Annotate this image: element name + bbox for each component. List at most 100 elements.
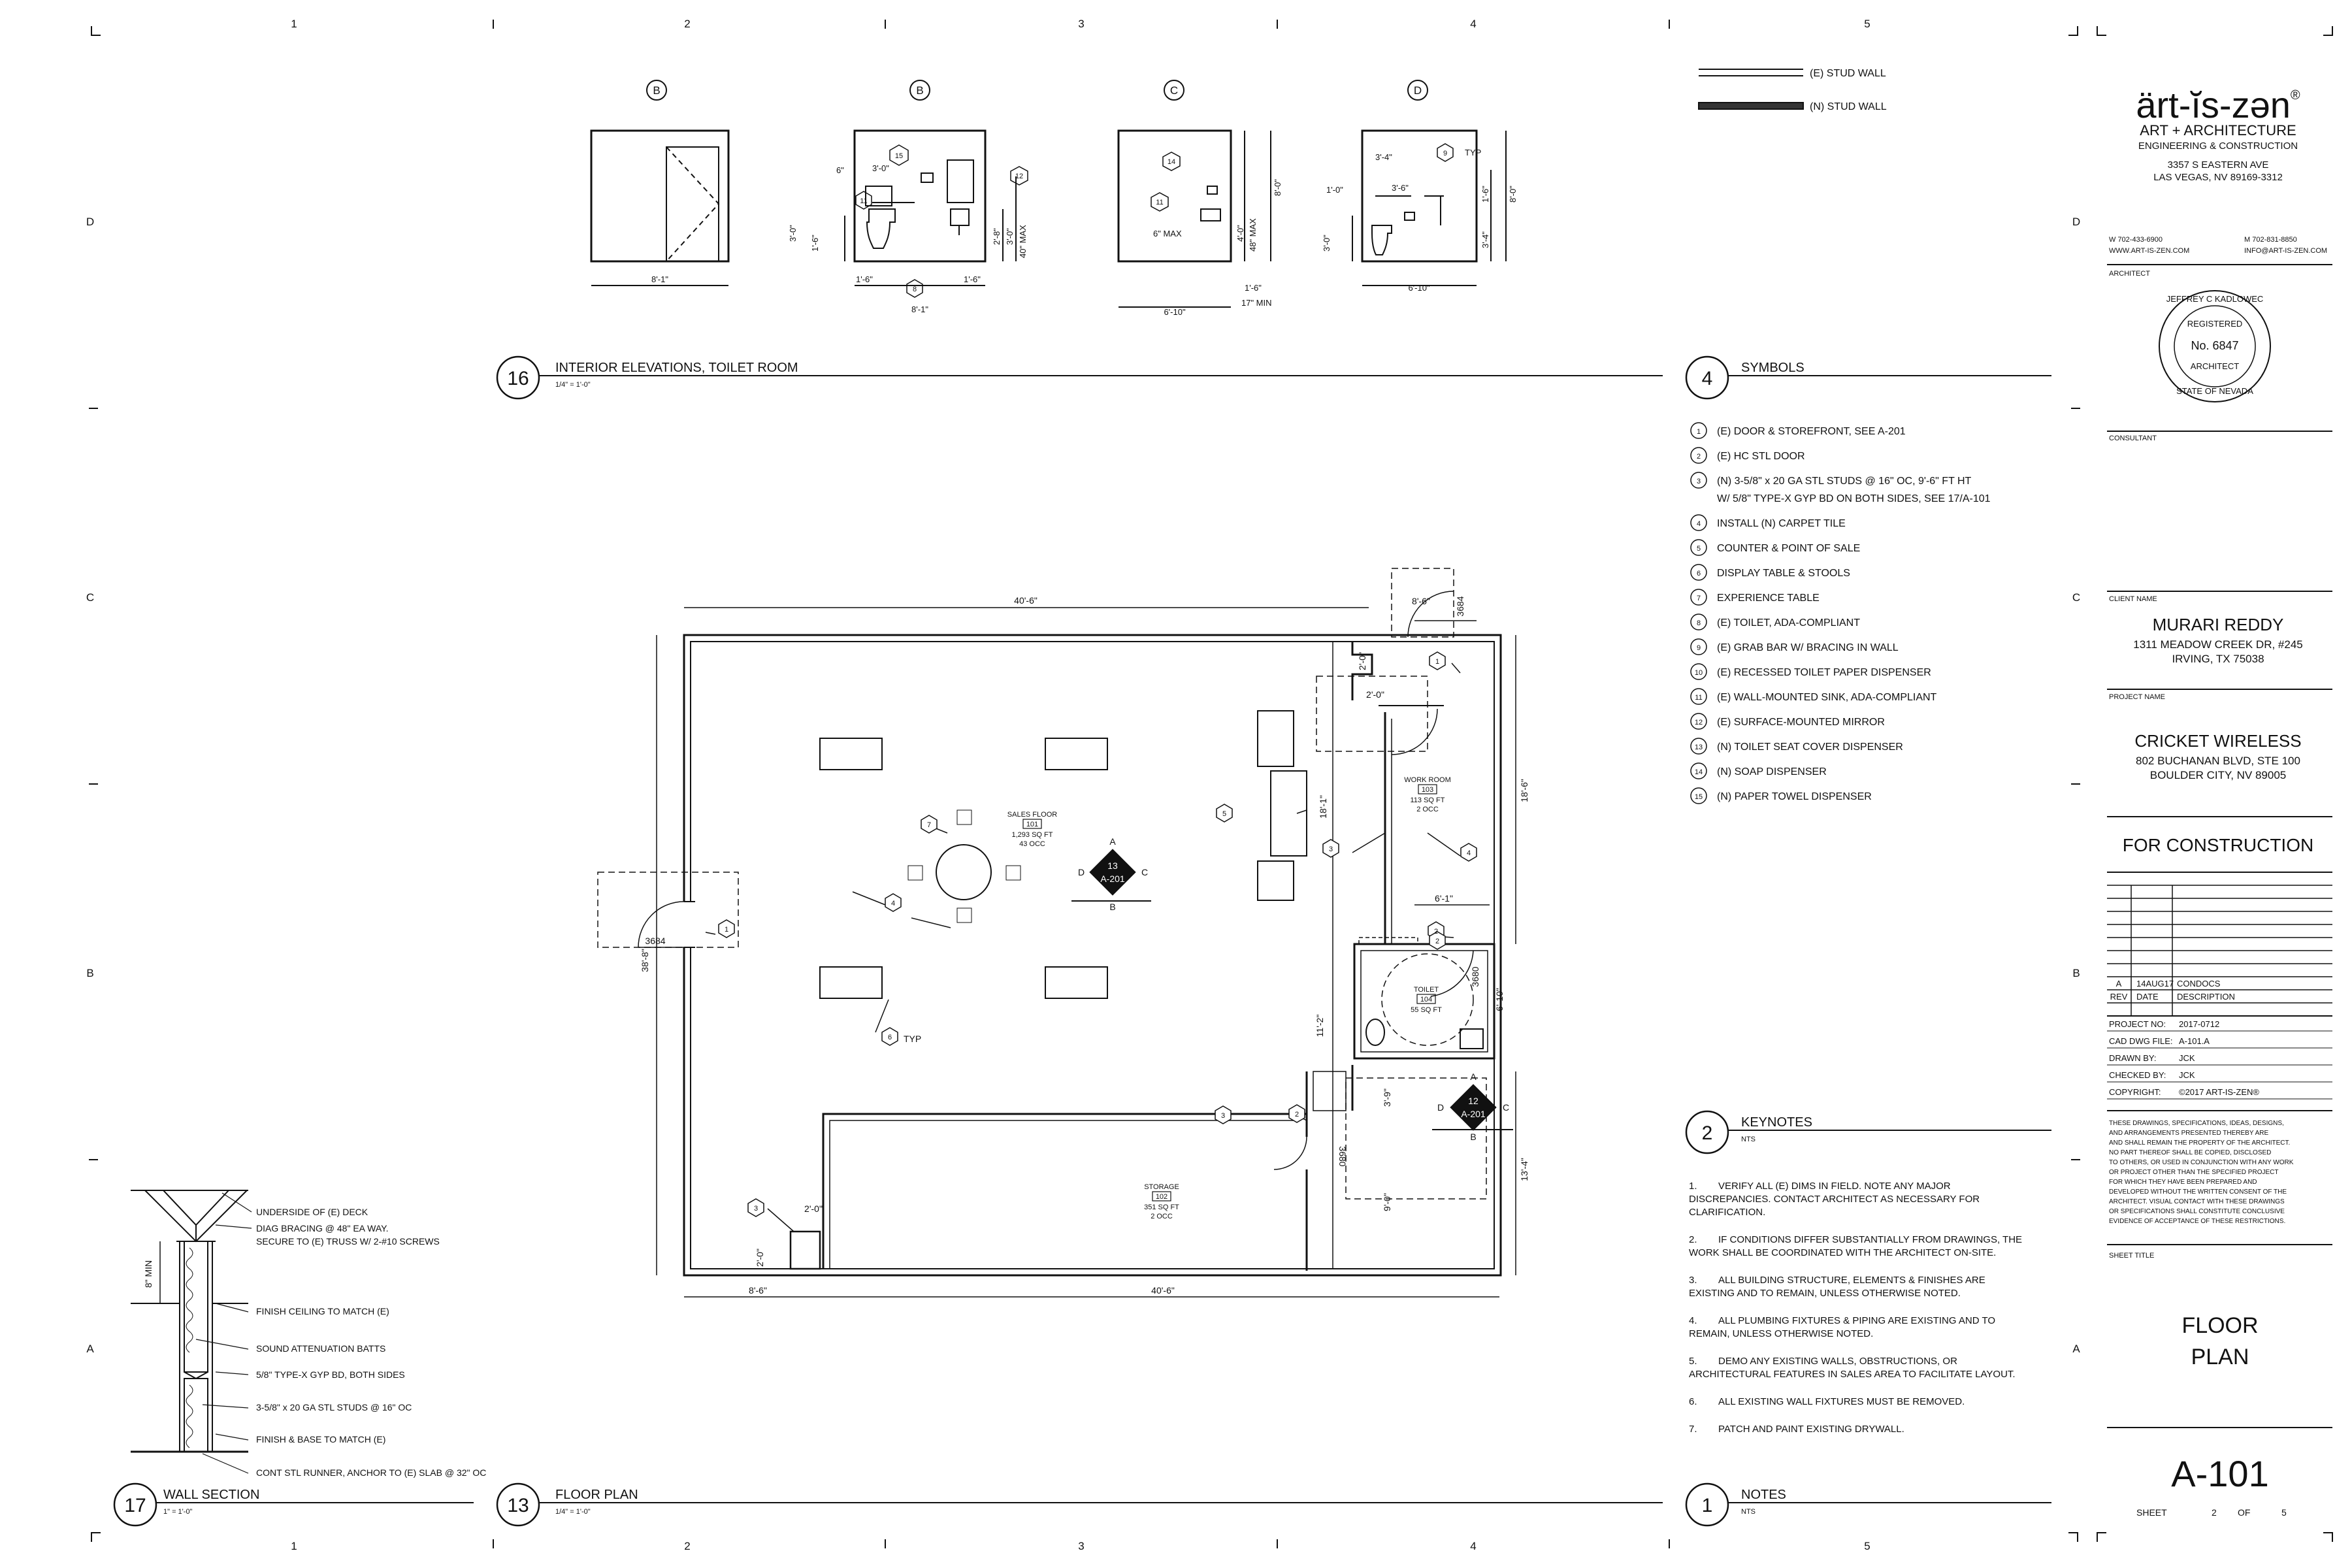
disclaimer: THESE DRAWINGS, SPECIFICATIONS, IDEAS, D… [2109,1120,2294,1225]
info-value: JCK [2179,1053,2195,1063]
elev-title-num: 16 [507,368,529,389]
plan-dim-toilet-w: 6'-1" [1435,893,1453,904]
disclaimer-line: AND ARRANGEMENTS PRESENTED THEREBY ARE [2109,1130,2268,1137]
plan-tag-1a: 1 [725,926,728,934]
info-value: 2017-0712 [2179,1019,2219,1029]
title-block: ärt-ĭs-zən® ART + ARCHITECTURE ENGINEERI… [2107,84,2332,1518]
info-value: ©2017 ART-IS-ZEN® [2179,1087,2259,1097]
keynote-text: (E) TOILET, ADA-COMPLIANT [1717,617,1860,629]
note-number: 7. [1689,1424,1697,1435]
wall-note-7: FINISH & BASE TO MATCH (E) [256,1434,385,1445]
e3-dim-3: 8'-0" [1273,179,1282,196]
note-line: DISCREPANCIES. CONTACT ARCHITECT AS NECE… [1689,1194,1980,1205]
sec2-c: C [1503,1102,1509,1113]
e2-dim-2: 3'-0" [788,225,798,242]
note-number: 1. [1689,1181,1697,1192]
view-title-elevations: 16 INTERIOR ELEVATIONS, TOILET ROOM 1/4"… [496,355,1663,400]
note-line: ALL PLUMBING FIXTURES & PIPING ARE EXIST… [1718,1315,1995,1326]
room-work-occ: 2 OCC [1416,806,1439,813]
elev-label-c: C [1170,84,1178,97]
note-line: ARCHITECTURAL FEATURES IN SALES AREA TO … [1689,1369,2016,1380]
keynote-bubble [1690,539,1707,556]
keynote-number: 13 [1695,743,1703,751]
plan-dim-top: 40'-6" [1014,595,1037,606]
keynote-number: 15 [1695,793,1703,801]
plan-dim-bottom: 40'-6" [1151,1285,1175,1296]
note-line: DEMO ANY EXISTING WALLS, OBSTRUCTIONS, O… [1718,1356,1957,1367]
e4-dim-7: 6'-10" [1408,283,1430,293]
keynote-number: 1 [1697,428,1701,436]
keynote-text: (E) SURFACE-MOUNTED MIRROR [1717,717,1885,728]
plan-dim-2-0-a: 2'-0" [1357,652,1367,670]
grid-col-5-bottom: 5 [1864,1540,1870,1552]
e2-tag-12: 12 [1015,172,1023,180]
web: WWW.ART-IS-ZEN.COM [2109,247,2189,255]
seal-arch: ARCHITECT [2191,361,2239,371]
keynote-text: (E) DOOR & STOREFRONT, SEE A-201 [1717,426,1906,437]
e2-tag-11: 11 [860,197,867,205]
e2-dim-8: 3'-0" [1005,228,1015,245]
keynote-text: (N) SOAP DISPENSER [1717,766,1827,777]
note-line: REMAIN, UNLESS OTHERWISE NOTED. [1689,1328,1873,1339]
keynote-text: (N) TOILET SEAT COVER DISPENSER [1717,742,1903,753]
keynote-number: 11 [1695,694,1702,702]
plan-tag-3b: 3 [1329,845,1333,853]
notes-title-scale: NTS [1741,1508,1756,1516]
disclaimer-line: OR PROJECT OTHER THAN THE SPECIFIED PROJ… [2109,1169,2278,1176]
e2-dim-9: 40" MAX [1018,225,1028,258]
plan-door-3680-b: 3680 [1337,1146,1348,1166]
e2-tag-15: 15 [895,152,903,160]
e3-tag-11: 11 [1156,199,1163,206]
e4-dim-5: 3'-4" [1480,231,1490,248]
rev-head-desc: DESCRIPTION [2177,992,2235,1002]
info-key: COPYRIGHT: [2109,1087,2161,1097]
info-value: JCK [2179,1070,2195,1080]
disclaimer-line: TO OTHERS, OR USED IN CONJUNCTION WITH A… [2109,1159,2294,1166]
room-storage-area: 351 SQ FT [1144,1203,1179,1211]
note-number: 2. [1689,1234,1697,1245]
plan-tag-5: 5 [1222,810,1226,818]
plan-typ: TYP [904,1034,921,1044]
note-number: 6. [1689,1396,1697,1407]
keynote-text: (N) 3-5/8" x 20 GA STL STUDS @ 16" OC, 9… [1717,476,1972,487]
e2-dim-6: 8'-1" [911,304,928,314]
keynote-number: 6 [1697,570,1701,578]
view-title-keynotes: 2 KEYNOTES NTS [1685,1110,2051,1154]
wall-note-0: UNDERSIDE OF (E) DECK [256,1207,368,1217]
wall-title-scale: 1" = 1'-0" [163,1508,193,1516]
notes-list: 1.VERIFY ALL (E) DIMS IN FIELD. NOTE ANY… [1689,1181,2022,1435]
plan-dim-right-lower: 13'-4" [1519,1158,1529,1181]
e3-dim-0: 6" MAX [1153,229,1182,238]
grid-col-5: 5 [1864,18,1870,30]
keynote-text: (E) GRAB BAR W/ BRACING IN WALL [1717,642,1899,653]
note-line: CLARIFICATION. [1689,1207,1765,1218]
note-number: 3. [1689,1275,1697,1286]
plan-dim-2-0-b: 2'-0" [1366,689,1384,700]
e2-tag-8: 8 [913,286,917,293]
firm-line-2: ENGINEERING & CONSTRUCTION [2138,140,2298,152]
keynote-bubble [1690,514,1707,531]
e4-dim-2: 1'-0" [1326,185,1343,195]
plan-tag-4a: 4 [891,900,895,907]
plan-title-scale: 1/4" = 1'-0" [555,1508,591,1516]
rev-head-rev: REV [2110,992,2128,1002]
floor-plan: 1 2 3 4 5 6 7 1 2 3 4 2 3 40'-6" 40'-6" … [597,568,1529,1298]
grid-row-b-right: B [2072,967,2080,979]
keynote-bubble [1690,589,1707,606]
firm-addr-1: 3357 S EASTERN AVE [2168,159,2269,171]
wall-note-8: CONT STL RUNNER, ANCHOR TO (E) SLAB @ 32… [256,1467,486,1478]
e1-dim: 8'-1" [651,274,668,284]
grid-row-c: C [86,591,94,604]
plan-dim-work-h: 18'-1" [1318,795,1328,819]
e3-dim-5: 1'-6" [1245,283,1262,293]
elev-label-b2: B [916,84,923,97]
note-line: IF CONDITIONS DIFFER SUBSTANTIALLY FROM … [1718,1234,2022,1245]
room-sales-num: 101 [1026,821,1038,828]
grid-row-d: D [86,216,94,228]
legend-existing: (E) STUD WALL [1810,68,1886,79]
e4-dim-1: 3'-6" [1392,183,1409,193]
wall-note-5: 5/8" TYPE-X GYP BD, BOTH SIDES [256,1369,405,1380]
e3-dim-4: 6'-10" [1164,307,1186,317]
keynote-bubble [1690,638,1707,655]
keynote-number: 2 [1697,453,1701,461]
